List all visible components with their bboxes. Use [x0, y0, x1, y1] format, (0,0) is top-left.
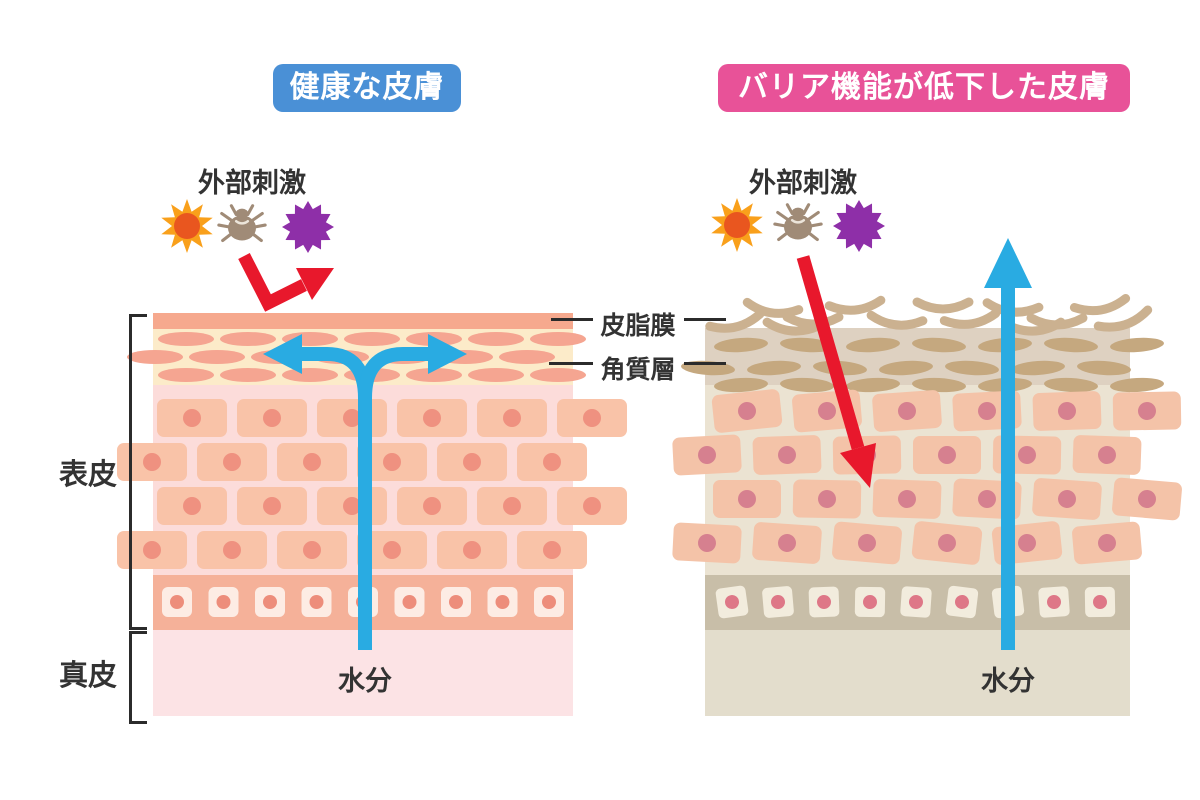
healthy-skin-title: 健康な皮膚 — [273, 64, 461, 112]
healthy-skin-illustration — [117, 313, 627, 716]
damaged-skin-title: バリア機能が低下した皮膚 — [718, 64, 1130, 112]
label-connector-line — [684, 362, 726, 365]
dermis-bracket — [129, 631, 147, 724]
mite-icon — [214, 199, 270, 255]
moisture-label-right: 水分 — [981, 666, 1035, 696]
damaged-skin-illustration — [672, 293, 1182, 716]
label-connector-line — [549, 362, 593, 365]
label-connector-line — [684, 318, 726, 321]
sebum-film-label: 皮脂膜 — [600, 312, 676, 340]
external-stimuli-label-left: 外部刺激 — [198, 168, 306, 198]
corneum-label: 角質層 — [600, 356, 676, 384]
external-stimuli-label-right: 外部刺激 — [749, 168, 857, 198]
epidermis-bracket — [129, 314, 147, 630]
sun-icon — [159, 198, 215, 254]
label-connector-line — [551, 318, 593, 321]
epidermis-label: 表皮 — [58, 459, 117, 491]
virus-icon — [280, 199, 336, 255]
mite-icon — [770, 198, 826, 254]
virus-icon — [831, 198, 887, 254]
dermis-label: 真皮 — [58, 660, 117, 692]
sun-icon — [709, 197, 765, 253]
moisture-label-left: 水分 — [338, 666, 392, 696]
deflected-stimulus-arrow — [238, 253, 334, 312]
